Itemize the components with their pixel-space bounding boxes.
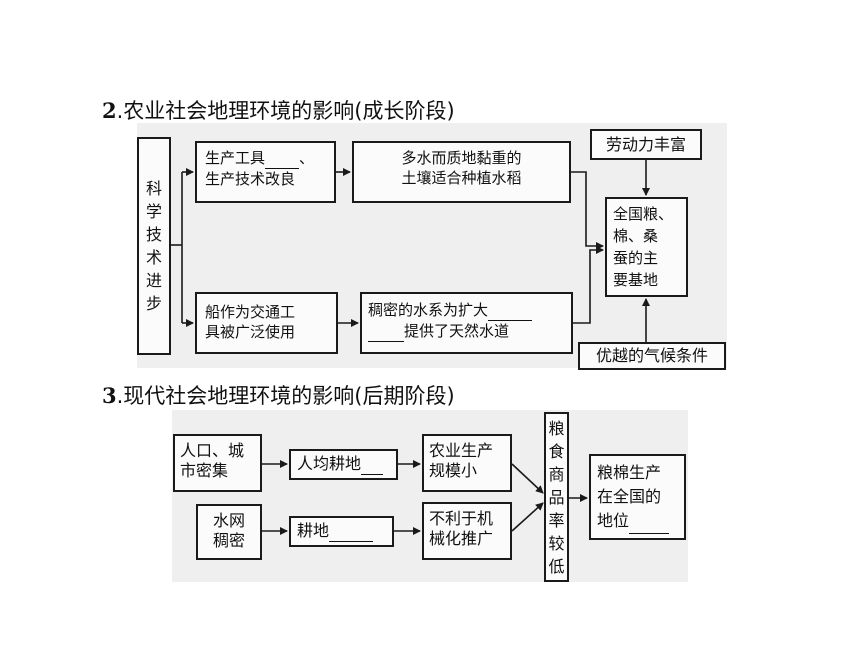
tools-separator: 、 (299, 149, 315, 167)
labor-label: 劳动力丰富 (605, 135, 686, 154)
status-line3: 地位 (597, 511, 630, 530)
base-line3: 蚕的主 (613, 249, 659, 267)
tech-progress-box: 科学技术进步 (137, 137, 171, 355)
mechanization-line1: 不利于机 (429, 509, 494, 528)
population-line2: 市密集 (180, 461, 229, 480)
soil-line1: 多水而质地黏重的 (401, 149, 522, 167)
production-base-box: 全国粮、 棉、桑 蚕的主 要基地 (605, 197, 688, 297)
status-blank (629, 509, 670, 534)
small-scale-line2: 规模小 (429, 461, 478, 480)
section3-title: .现代社会地理环境的影响(后期阶段) (116, 384, 455, 408)
population-line1: 人口、城 (180, 441, 245, 460)
climate-label: 优越的气候条件 (595, 346, 708, 365)
farmland-blank (329, 521, 374, 542)
farmland-per-capita-label: 人均耕地 (297, 454, 362, 473)
mechanization-line2: 械化推广 (429, 529, 494, 548)
grain-rate-box: 粮食商品率较低 (544, 412, 569, 582)
waterway-blank2 (368, 321, 404, 342)
technique-label: 生产技术改良 (205, 170, 296, 188)
tools-blank (265, 148, 300, 169)
tools-box: 生产工具 、 生产技术改良 (195, 141, 336, 203)
farmland-box: 耕地 (289, 516, 394, 547)
waternet-line1: 水网 (212, 511, 245, 530)
farmland-per-capita-box: 人均耕地 (289, 449, 398, 480)
labor-box: 劳动力丰富 (590, 129, 702, 160)
section2-number: 2 (102, 98, 117, 123)
section3-number: 3 (102, 383, 117, 408)
small-scale-box: 农业生产 规模小 (422, 434, 512, 492)
status-line2: 在全国的 (597, 487, 662, 506)
farmland-per-capita-blank (361, 454, 384, 475)
small-scale-line1: 农业生产 (429, 441, 494, 460)
base-line4: 要基地 (613, 271, 659, 289)
grain-rate-label: 粮食商品率较低 (548, 418, 565, 576)
boat-line2: 具被广泛使用 (205, 323, 296, 341)
section2-heading: 2.农业社会地理环境的影响(成长阶段) (102, 95, 455, 125)
section3-heading: 3.现代社会地理环境的影响(后期阶段) (102, 380, 455, 410)
boat-box: 船作为交通工 具被广泛使用 (195, 292, 338, 354)
tools-label: 生产工具 (205, 149, 266, 167)
base-line2: 棉、桑 (613, 227, 659, 245)
base-line1: 全国粮、 (613, 205, 674, 223)
national-status-box: 粮棉生产 在全国的 地位 (589, 454, 686, 540)
soil-box: 多水而质地黏重的 土壤适合种植水稻 (352, 141, 571, 203)
population-box: 人口、城 市密集 (173, 434, 262, 492)
farmland-label: 耕地 (297, 521, 330, 540)
waterway-line1: 稠密的水系为扩大 (368, 301, 489, 319)
section2-title: .农业社会地理环境的影响(成长阶段) (116, 99, 455, 123)
boat-line1: 船作为交通工 (205, 303, 296, 321)
climate-box: 优越的气候条件 (578, 342, 726, 370)
tech-progress-label: 科学技术进步 (145, 179, 162, 313)
waterway-blank1 (488, 300, 533, 321)
waterway-line2: 提供了天然水道 (404, 322, 510, 340)
waternet-box: 水网 稠密 (196, 504, 262, 560)
waterway-box: 稠密的水系为扩大 提供了天然水道 (360, 292, 573, 354)
status-line1: 粮棉生产 (597, 463, 662, 482)
waternet-line2: 稠密 (212, 531, 245, 550)
mechanization-box: 不利于机 械化推广 (422, 502, 512, 560)
soil-line2: 土壤适合种植水稻 (401, 169, 522, 187)
